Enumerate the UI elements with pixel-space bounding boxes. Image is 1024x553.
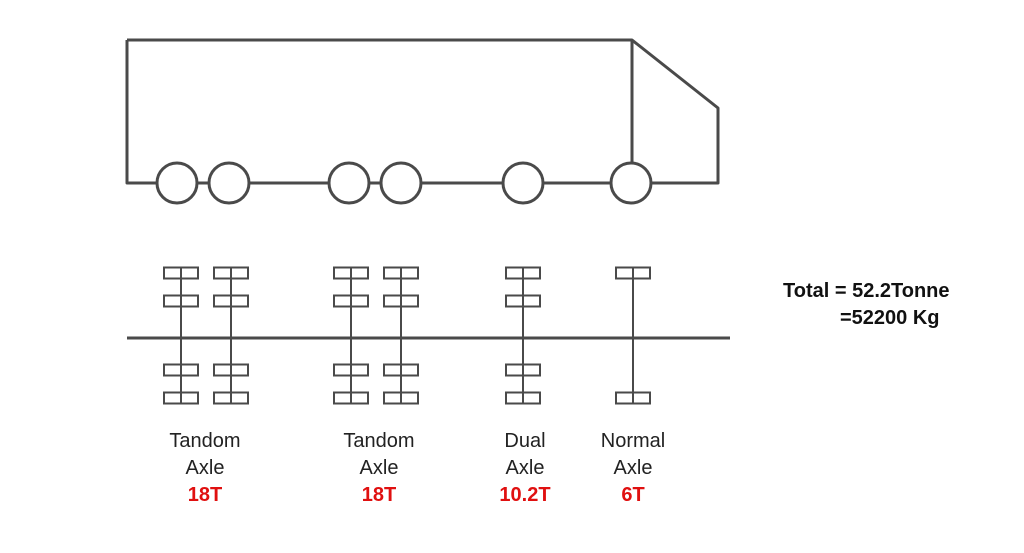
total-weight: Total = 52.2Tonne =52200 Kg [783, 278, 950, 332]
wheel [379, 161, 423, 205]
axle-load: 18T [187, 484, 223, 506]
axle-type-line2: Axle [185, 457, 225, 479]
wheel [609, 161, 653, 205]
wheel [207, 161, 251, 205]
axle-type-line1: Tandom [169, 430, 241, 452]
axle-plan-views [163, 266, 651, 405]
axle-type-line2: Axle [613, 457, 653, 479]
axle-type-line1: Tandom [343, 430, 415, 452]
axle-type-line2: Axle [359, 457, 399, 479]
axle-load: 10.2T [499, 484, 551, 506]
axle-label-dual: Dual Axle 10.2T [455, 428, 595, 509]
axle-load: 6T [621, 484, 645, 506]
axle-type-line2: Axle [505, 457, 545, 479]
axle-type-line1: Dual [504, 430, 546, 452]
wheel [155, 161, 199, 205]
axle-label-normal: Normal Axle 6T [563, 428, 703, 509]
truck-body-outline [125, 38, 720, 185]
axle-type-line1: Normal [600, 430, 666, 452]
wheel [501, 161, 545, 205]
axle-label-tandem-1: Tandom Axle 18T [135, 428, 275, 509]
axle-label-tandem-2: Tandom Axle 18T [309, 428, 449, 509]
total-kg: =52200 Kg [840, 307, 940, 329]
axle-load: 18T [361, 484, 397, 506]
total-tonne: Total = 52.2Tonne [783, 280, 950, 302]
wheel [327, 161, 371, 205]
